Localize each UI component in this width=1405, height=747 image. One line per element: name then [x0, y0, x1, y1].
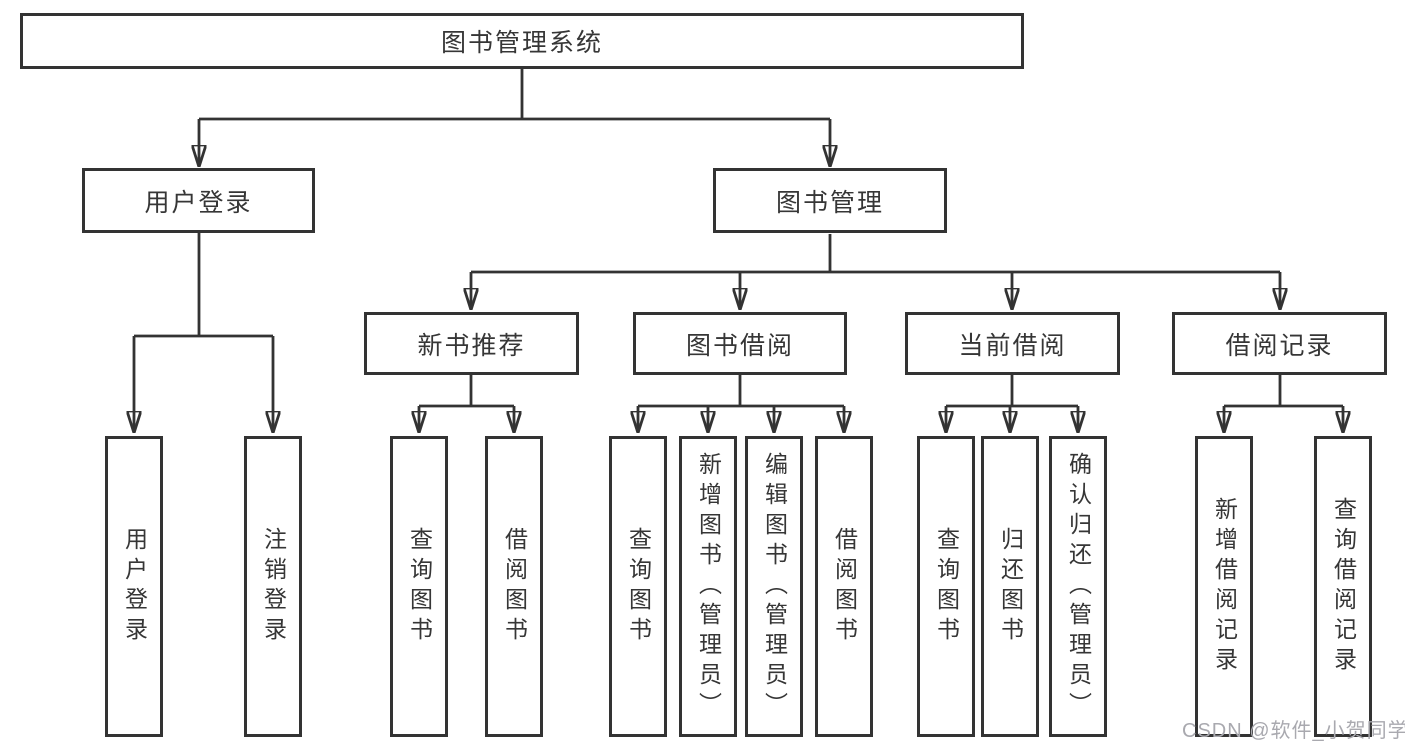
node-book-borrowing: 图书借阅 [633, 312, 847, 375]
node-borrowing-records: 借阅记录 [1172, 312, 1387, 375]
node-add-borrow-record: 新增借阅记录 [1195, 436, 1253, 737]
node-current-borrowing: 当前借阅 [905, 312, 1120, 375]
node-logout: 注销登录 [244, 436, 302, 737]
node-library-system: 图书管理系统 [20, 13, 1024, 69]
node-query-borrow-record: 查询借阅记录 [1314, 436, 1372, 737]
node-return-book: 归还图书 [981, 436, 1039, 737]
node-edit-book-admin: 编辑图书（管理员） [745, 436, 803, 737]
node-borrow-books-2: 借阅图书 [815, 436, 873, 737]
node-add-book-admin: 新增图书（管理员） [679, 436, 737, 737]
node-user-login-branch: 用户登录 [82, 168, 315, 233]
node-confirm-return-admin: 确认归还（管理员） [1049, 436, 1107, 737]
node-book-management: 图书管理 [713, 168, 947, 233]
watermark: CSDN @软件_小贺同学 [1182, 720, 1405, 742]
node-query-books-2: 查询图书 [609, 436, 667, 737]
node-query-books-1: 查询图书 [390, 436, 448, 737]
node-new-book-recommendation: 新书推荐 [364, 312, 579, 375]
node-borrow-books-1: 借阅图书 [485, 436, 543, 737]
node-user-login: 用户登录 [105, 436, 163, 737]
node-query-books-3: 查询图书 [917, 436, 975, 737]
